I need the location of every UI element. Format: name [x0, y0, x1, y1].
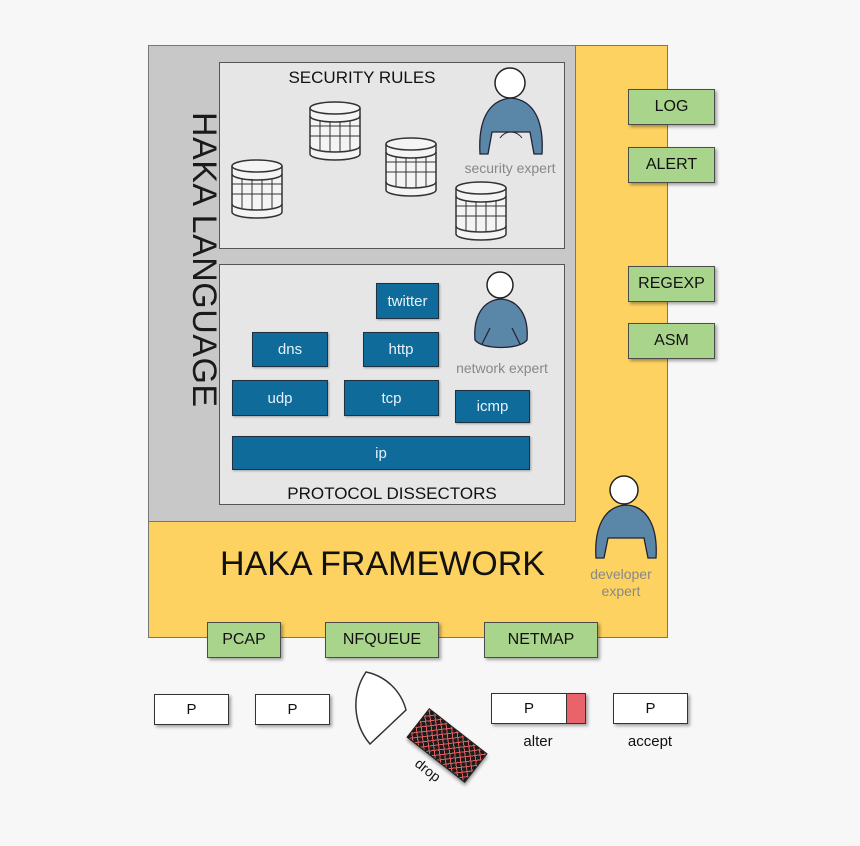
- developer-expert-label-line1: developer: [590, 566, 652, 582]
- alter-label: alter: [523, 733, 553, 750]
- network-expert-label: network expert: [456, 360, 548, 376]
- capture-pcap: PCAP: [207, 622, 281, 658]
- developer-expert-person-icon: [595, 475, 657, 559]
- packet-2: P: [255, 694, 330, 725]
- dissector-dns: dns: [252, 332, 328, 367]
- database-icon: [455, 181, 507, 241]
- network-expert-person-icon: [474, 271, 528, 349]
- drop-gate-icon: [355, 671, 407, 746]
- module-log: LOG: [628, 89, 715, 125]
- dissector-ip: ip: [232, 436, 530, 470]
- dissector-tcp: tcp: [344, 380, 439, 416]
- packet-altered-label: P: [524, 700, 535, 717]
- packet-accepted: P: [613, 693, 688, 724]
- dissector-icmp: icmp: [455, 390, 530, 423]
- protocol-dissectors-title: PROTOCOL DISSECTORS: [287, 484, 497, 503]
- packet-1: P: [154, 694, 229, 725]
- security-expert-person-icon: [479, 67, 543, 155]
- dissector-http: http: [363, 332, 439, 367]
- security-rules-title: SECURITY RULES: [288, 68, 436, 87]
- database-icon: [231, 159, 283, 219]
- haka-language-title: HAKA LANGUAGE: [185, 112, 223, 408]
- altered-segment: [566, 693, 586, 724]
- dissector-udp: udp: [232, 380, 328, 416]
- capture-netmap: NETMAP: [484, 622, 598, 658]
- haka-framework-title: HAKA FRAMEWORK: [220, 545, 545, 583]
- developer-expert-label: developer expert: [571, 566, 671, 600]
- database-icon: [385, 137, 437, 197]
- developer-expert-label-line2: expert: [601, 583, 641, 599]
- module-alert: ALERT: [628, 147, 715, 183]
- security-expert-label: security expert: [464, 160, 556, 176]
- module-asm: ASM: [628, 323, 715, 359]
- module-regexp: REGEXP: [628, 266, 715, 302]
- database-icon: [309, 101, 361, 161]
- capture-nfqueue: NFQUEUE: [325, 622, 439, 658]
- dissector-twitter: twitter: [376, 283, 439, 319]
- accept-label: accept: [627, 733, 673, 750]
